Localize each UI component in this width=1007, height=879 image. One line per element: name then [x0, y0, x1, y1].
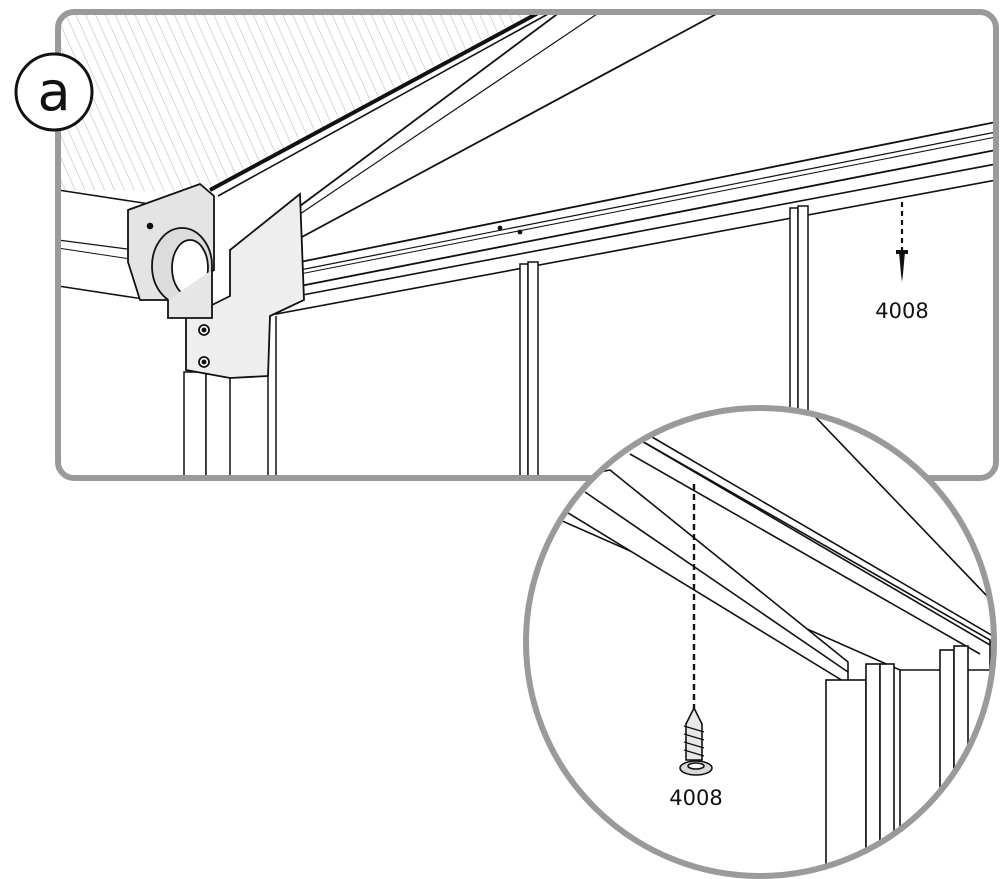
- detail-view-frame: [523, 405, 997, 879]
- detail-screw-part-label: 4008: [669, 786, 722, 810]
- main-screw: [896, 202, 908, 282]
- detail-screw: [679, 706, 713, 776]
- main-view: [58, 12, 996, 478]
- step-label: a: [37, 60, 70, 123]
- corner-bracket: [127, 182, 305, 379]
- step-badge: a: [14, 52, 94, 132]
- main-screw-part-label: 4008: [875, 299, 928, 323]
- roof-panel: [58, 12, 540, 192]
- wall-posts: [183, 205, 809, 478]
- main-view-frame: [55, 9, 999, 481]
